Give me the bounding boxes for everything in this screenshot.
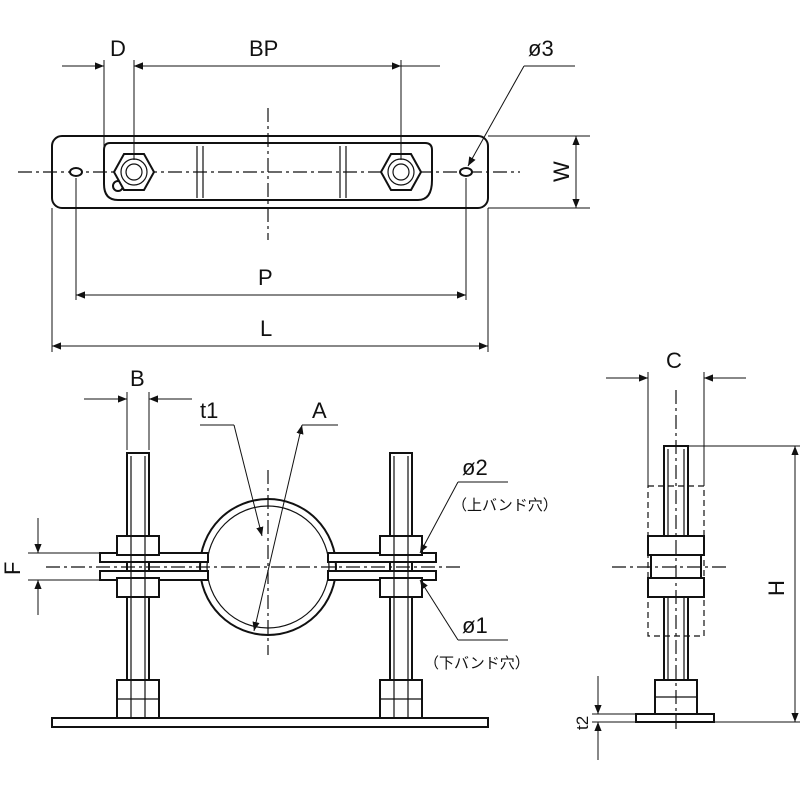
label-upper-band-hole: （上バンド穴） — [452, 497, 558, 514]
label-C: C — [666, 348, 682, 373]
label-D: D — [110, 36, 126, 61]
front-view: B t1 A ø2 （上バンド穴） ø1 （下バンド穴） F — [0, 366, 558, 728]
label-BP: BP — [249, 36, 278, 61]
slot-hole-left — [69, 167, 83, 177]
top-view: D BP ø3 W P L — [18, 36, 590, 352]
label-phi1: ø1 — [462, 613, 488, 638]
front-view-base-plate — [51, 717, 489, 728]
slot-hole-right — [459, 167, 473, 177]
label-A: A — [312, 398, 327, 423]
label-lower-band-hole: （下バンド穴） — [424, 655, 530, 672]
label-phi2: ø2 — [462, 455, 488, 480]
label-B: B — [130, 366, 145, 391]
label-F: F — [0, 562, 25, 575]
side-view: C H t2 — [573, 348, 800, 760]
label-H: H — [764, 580, 789, 596]
label-P: P — [258, 265, 273, 290]
label-t1: t1 — [200, 398, 218, 423]
label-t2: t2 — [573, 716, 592, 730]
label-phi3: ø3 — [528, 36, 554, 61]
label-L: L — [260, 316, 272, 341]
side-view-base-plate — [635, 713, 715, 723]
label-W: W — [549, 161, 574, 182]
